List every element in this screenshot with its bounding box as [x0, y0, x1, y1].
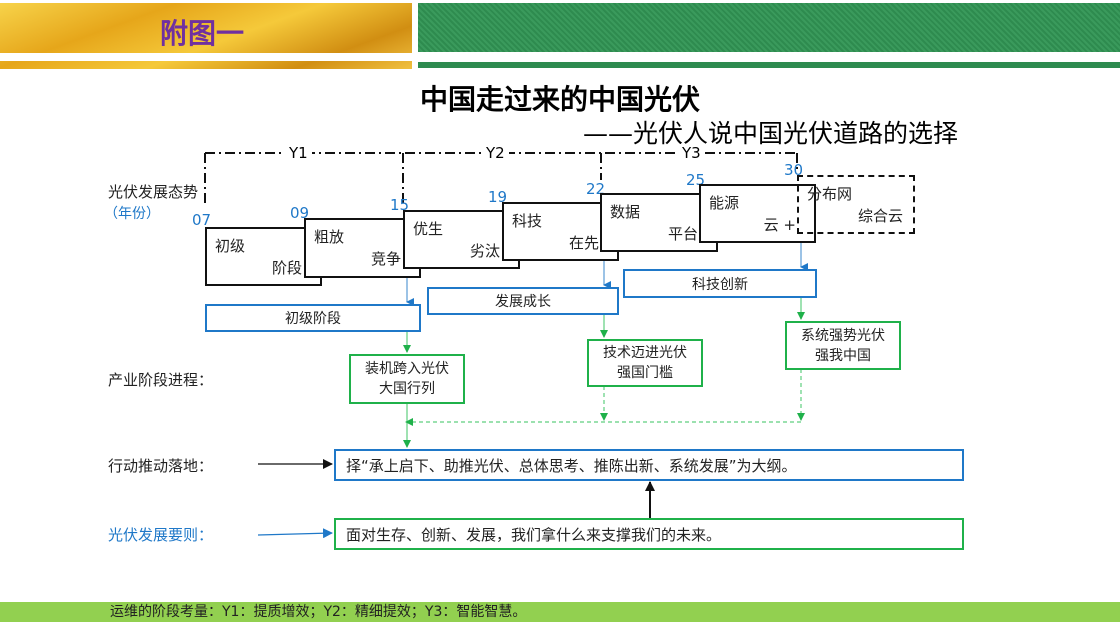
industry-label: 产业阶段进程：: [108, 371, 214, 389]
principle-box: 面对生存、创新、发展，我们拿什么来支撑我们的未来。: [334, 518, 964, 550]
step-box: 粗放竞争: [304, 218, 421, 278]
step-box: 数据平台: [600, 193, 718, 252]
outcome-line1: 技术迈进光伏: [603, 345, 687, 361]
step-year: 19: [488, 188, 508, 206]
action-label: 行动推动落地：: [108, 457, 214, 475]
outcome-line1: 装机跨入光伏: [365, 361, 449, 377]
step-line2: 云 +: [763, 216, 796, 234]
outcome-box: 装机跨入光伏大国行列: [349, 354, 465, 404]
step-line2: 在先: [568, 234, 599, 252]
step-line1: 科技: [512, 212, 543, 230]
action-box: 择“承上启下、助推光伏、总体思考、推陈出新、系统发展”为大纲。: [334, 449, 964, 481]
period-label-y1: Y1: [285, 144, 312, 162]
step-line1: 粗放: [314, 228, 345, 246]
step-line1: 数据: [610, 203, 641, 221]
phase-box: 科技创新: [623, 269, 817, 298]
step-box-future: 分布网综合云: [797, 175, 915, 234]
step-box: 优生劣汰: [403, 210, 520, 269]
outcome-line1: 系统强势光伏: [801, 327, 885, 344]
step-line2: 竞争: [370, 250, 401, 268]
trend-label: 光伏发展态势: [108, 183, 199, 201]
step-year: 07: [192, 211, 212, 229]
footer-bar: 运维的阶段考量：Y1：提质增效；Y2：精细提效；Y3：智能智慧。: [0, 602, 1120, 622]
step-year: 30: [784, 161, 804, 179]
year-label: （年份）: [104, 206, 160, 222]
green-banner-stripe: [418, 62, 1120, 68]
step-line2: 阶段: [271, 259, 302, 277]
outcome-box: 系统强势光伏强我中国: [785, 321, 901, 370]
step-box: 能源云 +: [699, 184, 816, 243]
step-box: 初级阶段: [205, 227, 322, 286]
step-year: 09: [290, 204, 310, 222]
step-year: 15: [390, 196, 410, 214]
principle-label: 光伏发展要则：: [108, 526, 214, 544]
period-label-y3: Y3: [678, 144, 705, 162]
page-subtitle: ——光伏人说中国光伏道路的选择: [582, 119, 958, 148]
step-line2: 平台: [667, 225, 698, 243]
outcome-line2: 强国门槛: [617, 365, 673, 381]
step-line1: 初级: [215, 237, 246, 255]
outcome-line2: 大国行列: [379, 381, 435, 397]
figure-label: 附图一: [160, 17, 245, 50]
step-line1: 分布网: [807, 185, 853, 203]
step-line1: 优生: [413, 220, 444, 238]
phase-box: 发展成长: [427, 287, 619, 315]
step-line1: 能源: [709, 194, 740, 212]
period-label-y2: Y2: [482, 144, 509, 162]
step-line2: 劣汰: [469, 242, 500, 260]
green-banner: [418, 3, 1120, 52]
outcome-box: 技术迈进光伏强国门槛: [587, 339, 703, 387]
banner-stripe: [0, 53, 412, 61]
phase-box: 初级阶段: [205, 304, 421, 332]
step-line2: 综合云: [857, 207, 903, 225]
page-title: 中国走过来的中国光伏: [419, 83, 700, 116]
outcome-line2: 强我中国: [815, 347, 871, 364]
